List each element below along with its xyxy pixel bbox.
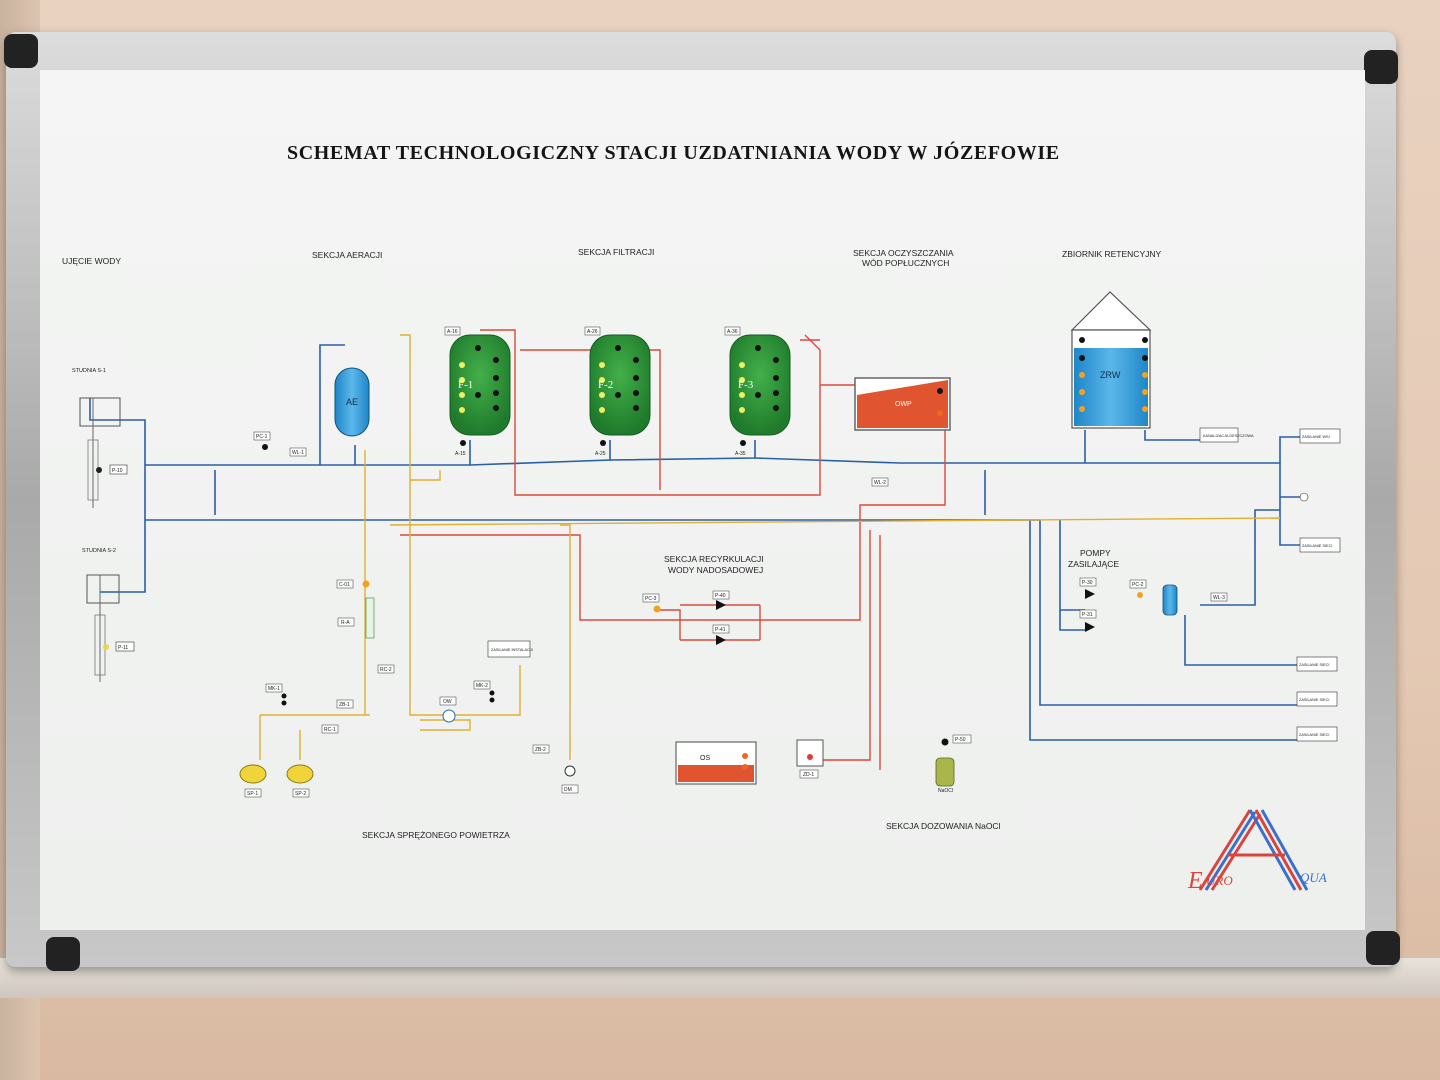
label-backwash-1: SEKCJA OCZYSZCZANIA xyxy=(853,248,954,258)
tag-sp2: SP-2 xyxy=(295,791,306,797)
label-recirc-1: SEKCJA RECYRKULACJI xyxy=(664,554,764,564)
label-aeration: SEKCJA AERACJI xyxy=(312,250,382,260)
tag-p41: P-41 xyxy=(715,627,726,633)
aeration-tank xyxy=(334,367,370,437)
label-pumps-2: ZASILAJĄCE xyxy=(1068,559,1119,569)
tag-wl1: WL-1 xyxy=(292,450,304,456)
tag-wl3: WL-3 xyxy=(1213,595,1225,601)
tag-pc3: PC-3 xyxy=(645,596,657,602)
label-retention: ZBIORNIK RETENCYJNY xyxy=(1062,249,1162,259)
tag-zb2: ZB-2 xyxy=(535,747,546,753)
tag-p50: P-50 xyxy=(955,737,966,743)
box-zasil-3: ZASILANIE SIECI xyxy=(1299,698,1329,702)
well-s2-label: STUDNIA S-2 xyxy=(82,548,116,554)
tag-rc2: RC-2 xyxy=(380,667,392,673)
tag-a36: A-36 xyxy=(727,329,738,335)
tag-rc1: RC-1 xyxy=(324,727,336,733)
pump-p10-tag: P-10 xyxy=(112,468,123,474)
label-backwash-2: WÓD POPŁUCZNYCH xyxy=(862,258,949,268)
filter-f3-label: F-3 xyxy=(738,379,754,391)
box-zasil-instal: ZASILANIE INSTALACJI xyxy=(491,648,533,652)
retention-tank xyxy=(1070,291,1152,429)
logo-uro: URO xyxy=(1206,873,1233,888)
retention-tank-label: ZRW xyxy=(1100,370,1121,380)
page-title: SCHEMAT TECHNOLOGICZNY STACJI UZDATNIANI… xyxy=(287,142,1060,164)
whiteboard-surface xyxy=(40,70,1365,930)
pipes-blue xyxy=(89,344,1300,741)
logo-qua: QUA xyxy=(1300,870,1327,885)
label-dosing: SEKCJA DOZOWANIA NaOCl xyxy=(886,821,1001,831)
box-zasil-wsi: ZASILANIE WSI xyxy=(1302,435,1330,439)
tag-mk1: MK-1 xyxy=(268,686,280,692)
label-intake: UJĘCIE WODY xyxy=(62,256,121,266)
tag-sp1: SP-1 xyxy=(247,791,258,797)
logo-e: E xyxy=(1187,868,1203,894)
tag-zd1: ZD-1 xyxy=(803,772,814,778)
tag-a35: A-35 xyxy=(735,451,746,457)
tag-c01: C-01 xyxy=(339,582,350,588)
tag-p40: P-40 xyxy=(715,593,726,599)
aeration-tank-label: AE xyxy=(346,397,358,407)
tag-ra: R-A xyxy=(341,620,350,626)
tag-p31: P-31 xyxy=(1082,612,1093,618)
tag-a15: A-15 xyxy=(455,451,466,457)
section-labels: UJĘCIE WODY SEKCJA AERACJI SEKCJA FILTRA… xyxy=(62,247,1162,840)
label-air: SEKCJA SPRĘŻONEGO POWIETRZA xyxy=(362,830,510,840)
filter-f3 xyxy=(729,334,791,436)
tag-zb1: ZB-1 xyxy=(339,702,350,708)
frame-corner-bl xyxy=(46,937,80,971)
box-zasil-1: ZASILANIE SIECI xyxy=(1302,544,1332,548)
box-zasil-2: ZASILANIE SIECI xyxy=(1299,663,1329,667)
filter-f1-label: F-1 xyxy=(458,379,473,391)
label-filtration: SEKCJA FILTRACJI xyxy=(578,247,654,257)
os-tank-label: OS xyxy=(700,755,710,762)
tag-p30: P-30 xyxy=(1082,580,1093,586)
box-kanalizacja: KANALIZACJA DESZCZOWA xyxy=(1203,434,1254,438)
label-pumps-1: POMPY xyxy=(1080,548,1111,558)
tag-ow: OW xyxy=(443,699,452,705)
pipes-red xyxy=(400,329,946,770)
euro-aqua-logo: E URO QUA xyxy=(1187,809,1327,894)
box-zasil-4: ZASILANIE SIECI xyxy=(1299,733,1329,737)
tag-mk2: MK-2 xyxy=(476,683,488,689)
filter-f1 xyxy=(449,334,511,436)
tag-pc2: PC-2 xyxy=(1132,582,1144,588)
os-tank xyxy=(675,741,757,785)
pump-p11-tag: P-11 xyxy=(118,645,128,651)
well-s1-label: STUDNIA S-1 xyxy=(72,368,106,374)
tag-a16: A-16 xyxy=(447,329,458,335)
frame-corner-br xyxy=(1366,931,1400,965)
filter-f2-label: F-2 xyxy=(598,379,613,391)
frame-corner-tl xyxy=(4,34,38,68)
label-recirc-2: WODY NADOSADOWEJ xyxy=(668,565,763,575)
owp-tank xyxy=(854,377,951,431)
owp-tank-label: OWP xyxy=(895,401,912,408)
well-s1 xyxy=(79,397,128,508)
tag-wl2: WL-2 xyxy=(874,480,886,486)
tag-a25: A-25 xyxy=(595,451,606,457)
tag-a26: A-26 xyxy=(587,329,598,335)
well-s2 xyxy=(86,574,135,682)
tag-pc1: PC-1 xyxy=(256,434,268,440)
frame-corner-tr xyxy=(1364,50,1398,84)
filter-f2 xyxy=(589,334,651,436)
tag-naocl: NaOCl xyxy=(938,788,953,794)
tag-dm: DM xyxy=(564,787,572,793)
